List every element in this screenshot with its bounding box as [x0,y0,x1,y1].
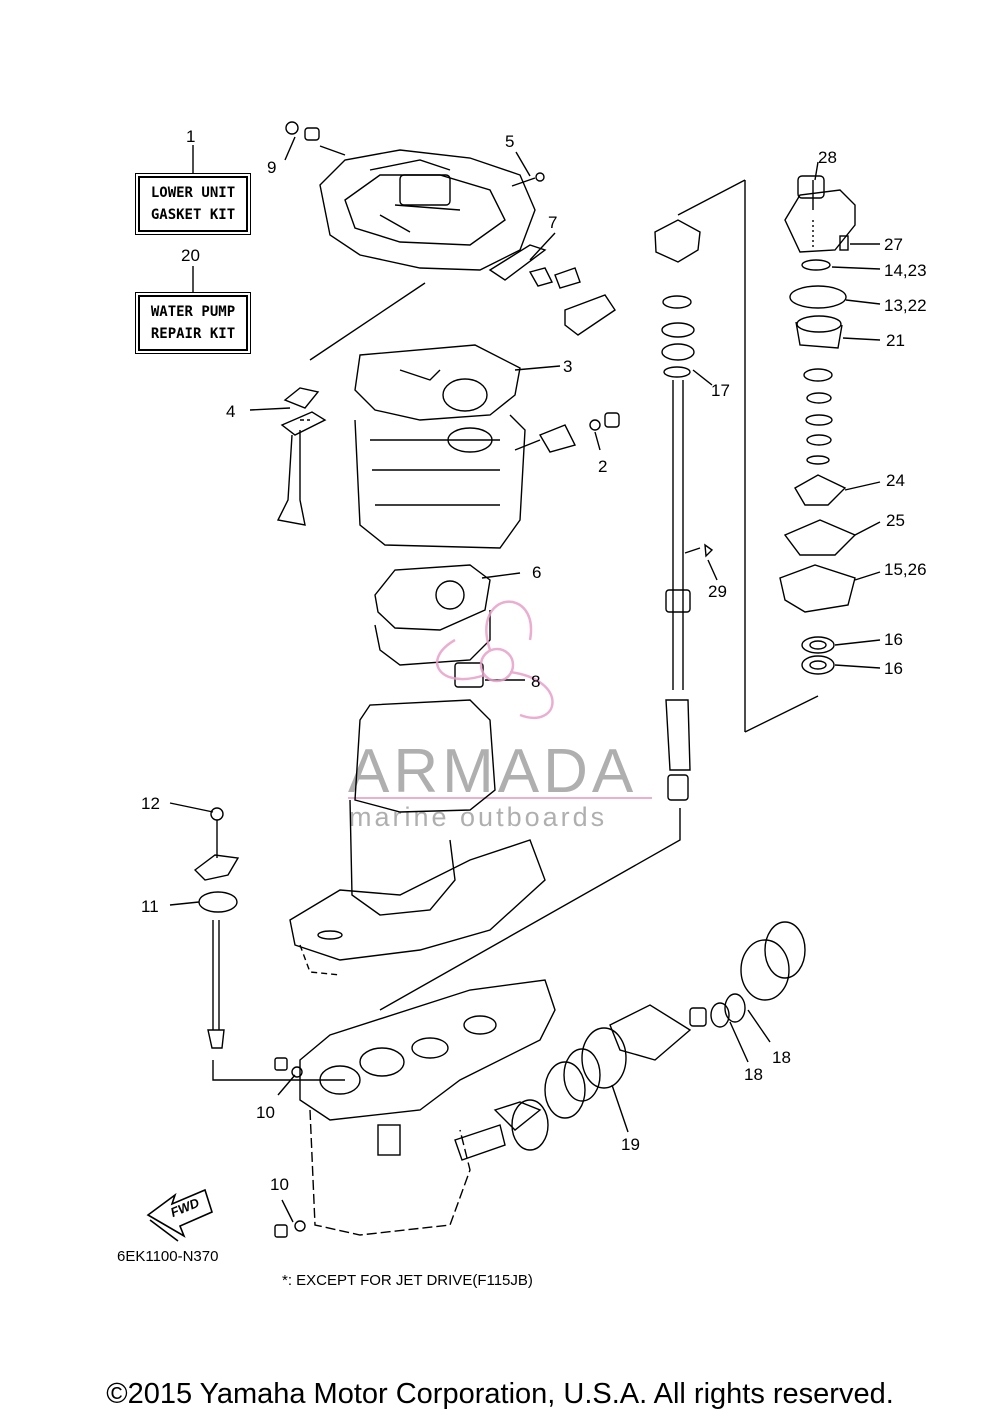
kit-line-2: REPAIR KIT [150,326,236,342]
callout-5: 5 [505,132,515,151]
kit-line-2: GASKET KIT [150,207,236,223]
callout-10-lower: 10 [270,1175,289,1194]
o-ring-13-22 [789,285,847,309]
upper-casing-cover [319,149,536,271]
lower-unit-gasket-kit-box: LOWER UNIT GASKET KIT [135,173,251,235]
shaft-leader [379,808,681,1011]
callout-3: 3 [563,357,573,376]
bearing-housing [654,219,701,263]
fwd-arrow-icon [146,1188,213,1242]
callout-17: 17 [711,381,730,400]
callout-6: 6 [532,563,542,582]
callout-13-22: 13,22 [884,296,927,315]
callout-29: 29 [708,582,727,601]
lower-casing [299,979,556,1121]
watermark-brand: ARMADA [348,737,638,806]
callout-10-upper: 10 [256,1103,275,1122]
impeller-24 [794,474,847,506]
outer-plate-25 [783,519,857,556]
diagram-code: 6EK1100-N370 [117,1248,219,1265]
bearing-housing-rear [764,921,806,979]
callout-25: 25 [886,511,905,530]
pump-liner-21 [795,321,843,349]
o-ring-11 [198,891,238,913]
exhaust-housing [354,414,526,549]
gasket-3 [354,344,521,421]
callout-7: 7 [548,213,558,232]
forward-gear [511,1099,549,1151]
callout-19: 19 [621,1135,640,1154]
callout-21: 21 [886,331,905,350]
watermark-propeller-icon [435,600,554,719]
footnote: *: EXCEPT FOR JET DRIVE(F115JB) [282,1272,533,1289]
o-ring-14-23 [801,259,831,271]
gasket-6 [374,564,491,631]
callout-1: 1 [186,127,196,146]
copyright-notice: ©2015 Yamaha Motor Corporation, U.S.A. A… [106,1378,894,1410]
callout-18-left: 18 [744,1065,763,1084]
watermark-tagline: marine outboards [349,802,608,832]
callout-18-right: 18 [772,1048,791,1067]
callout-8: 8 [531,672,541,691]
anti-cavitation-plate [289,839,546,961]
callout-28: 28 [818,148,837,167]
gasket-15-26 [779,564,856,613]
pump-housing-top [784,189,856,253]
mid-section [354,699,496,813]
kit-line-1: WATER PUMP [150,304,236,320]
water-pump-repair-kit-box: WATER PUMP REPAIR KIT [135,292,251,354]
callout-16-lower: 16 [884,659,903,678]
callout-16-upper: 16 [884,630,903,649]
callout-20: 20 [181,246,200,265]
o-ring-19 [581,1027,627,1089]
kit-line-1: LOWER UNIT [150,185,236,201]
callout-2: 2 [598,457,608,476]
watermark-rule [348,797,652,799]
callout-14-23: 14,23 [884,261,927,280]
callout-11: 11 [141,897,159,916]
callout-15-26: 15,26 [884,560,927,579]
callout-12: 12 [141,794,160,813]
callout-4: 4 [226,402,236,421]
callout-24: 24 [886,471,905,490]
callout-27: 27 [884,235,903,254]
callout-9: 9 [267,158,277,177]
damper-8 [454,662,484,688]
